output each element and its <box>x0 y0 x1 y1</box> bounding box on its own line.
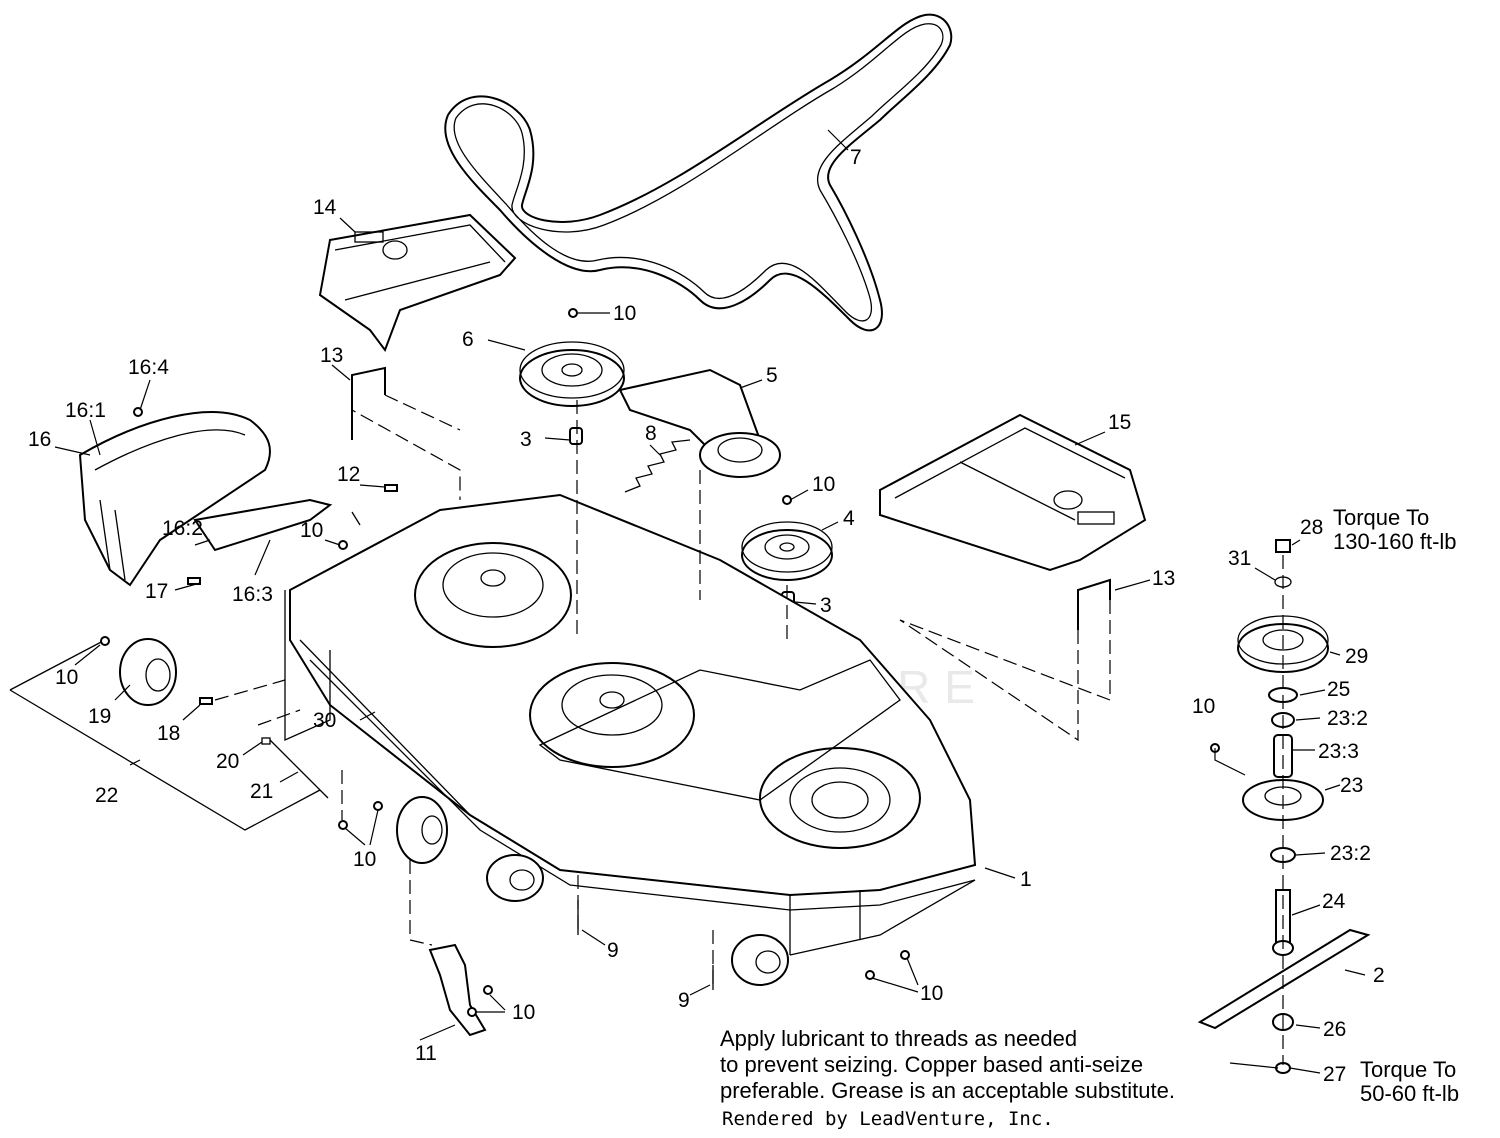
callout-9a: 9 <box>607 939 619 962</box>
callout-23-2a: 23:2 <box>1327 707 1368 730</box>
belt-cover-right <box>879 413 1147 572</box>
callout-5: 5 <box>766 364 778 387</box>
callout-9b: 9 <box>678 989 690 1012</box>
render-credit: Rendered by LeadVenture, Inc. <box>722 1108 1054 1130</box>
gauge-wheel-assembly-bracket <box>9 639 321 831</box>
callout-2: 2 <box>1373 964 1385 987</box>
lubricant-note: Apply lubricant to threads as needed to … <box>720 1026 1175 1104</box>
callout-28: 28 <box>1300 516 1323 539</box>
callout-19: 19 <box>88 705 111 728</box>
torque-note-top: Torque To 130-160 ft-lb <box>1333 506 1457 554</box>
leader-lines <box>54 129 1366 1074</box>
callout-16-3: 16:3 <box>232 583 273 606</box>
callout-3b: 3 <box>820 594 832 617</box>
callout-25: 25 <box>1327 678 1350 701</box>
lubricant-line1: Apply lubricant to threads as needed <box>720 1026 1078 1051</box>
callout-10e: 10 <box>353 848 376 871</box>
torque-bottom-line1: Torque To <box>1360 1057 1457 1082</box>
rod-13b <box>1077 578 1111 630</box>
callout-8: 8 <box>645 422 657 445</box>
drive-belt <box>444 13 953 332</box>
spacer-3a <box>569 427 583 445</box>
callout-10d: 10 <box>55 666 78 689</box>
callout-10g: 10 <box>920 982 943 1005</box>
callout-16-1: 16:1 <box>65 399 106 422</box>
callout-23-2b: 23:2 <box>1330 842 1371 865</box>
callout-15: 15 <box>1108 411 1131 434</box>
callout-21: 21 <box>250 780 273 803</box>
callout-20: 20 <box>216 750 239 773</box>
hardware <box>100 308 1220 1017</box>
callout-10f: 10 <box>512 1001 535 1024</box>
callout-7: 7 <box>850 146 862 169</box>
callout-10a: 10 <box>613 302 636 325</box>
callout-3a: 3 <box>520 428 532 451</box>
idler-pulley-6 <box>519 341 625 407</box>
callout-10b: 10 <box>812 473 835 496</box>
callout-29: 29 <box>1345 645 1368 668</box>
torque-bottom-line2: 50-60 ft-lb <box>1360 1081 1460 1106</box>
callout-23-3: 23:3 <box>1318 740 1359 763</box>
callout-16-2: 16:2 <box>162 517 203 540</box>
callout-13a: 13 <box>320 344 343 367</box>
callout-10c: 10 <box>300 519 323 542</box>
callout-22: 22 <box>95 784 118 807</box>
callout-4: 4 <box>843 507 855 530</box>
gauge-wheel-19 <box>119 638 177 706</box>
caster-wheels <box>396 796 789 986</box>
lubricant-line2: to prevent seizing. Copper based anti-se… <box>720 1052 1144 1077</box>
callout-18: 18 <box>157 722 180 745</box>
callout-11: 11 <box>415 1042 437 1065</box>
callout-17: 17 <box>145 580 168 603</box>
callout-23: 23 <box>1340 774 1363 797</box>
callout-16-4: 16:4 <box>128 356 169 379</box>
callout-24: 24 <box>1322 890 1346 913</box>
rod-13a <box>351 366 386 440</box>
callout-12: 12 <box>337 463 360 486</box>
mower-deck <box>284 493 977 956</box>
callout-6: 6 <box>462 328 474 351</box>
torque-top-line2: 130-160 ft-lb <box>1333 529 1457 554</box>
torque-top-line1: Torque To <box>1333 505 1430 530</box>
tension-spring-8 <box>624 439 691 493</box>
spindle-assembly <box>1197 539 1371 1074</box>
idler-arm-5 <box>618 368 781 478</box>
idler-pulley-4 <box>741 521 833 581</box>
lubricant-line3: preferable. Grease is an acceptable subs… <box>720 1078 1175 1103</box>
callout-1: 1 <box>1020 868 1032 891</box>
skid-bracket-11 <box>428 943 487 1037</box>
callout-30: 30 <box>313 709 336 732</box>
belt-cover-left <box>318 213 517 353</box>
front-bumper-shield <box>78 411 333 587</box>
torque-note-bottom: Torque To 50-60 ft-lb <box>1360 1058 1459 1106</box>
callout-labels: 1 2 3 3 4 5 6 7 8 9 9 10 10 10 10 10 10 … <box>28 146 1385 1086</box>
callout-13b: 13 <box>1152 567 1175 590</box>
callout-14: 14 <box>313 196 337 219</box>
callout-16: 16 <box>28 428 51 451</box>
callout-10h: 10 <box>1192 695 1215 718</box>
callout-27: 27 <box>1323 1063 1346 1086</box>
callout-26: 26 <box>1323 1018 1346 1041</box>
callout-31: 31 <box>1228 547 1251 570</box>
